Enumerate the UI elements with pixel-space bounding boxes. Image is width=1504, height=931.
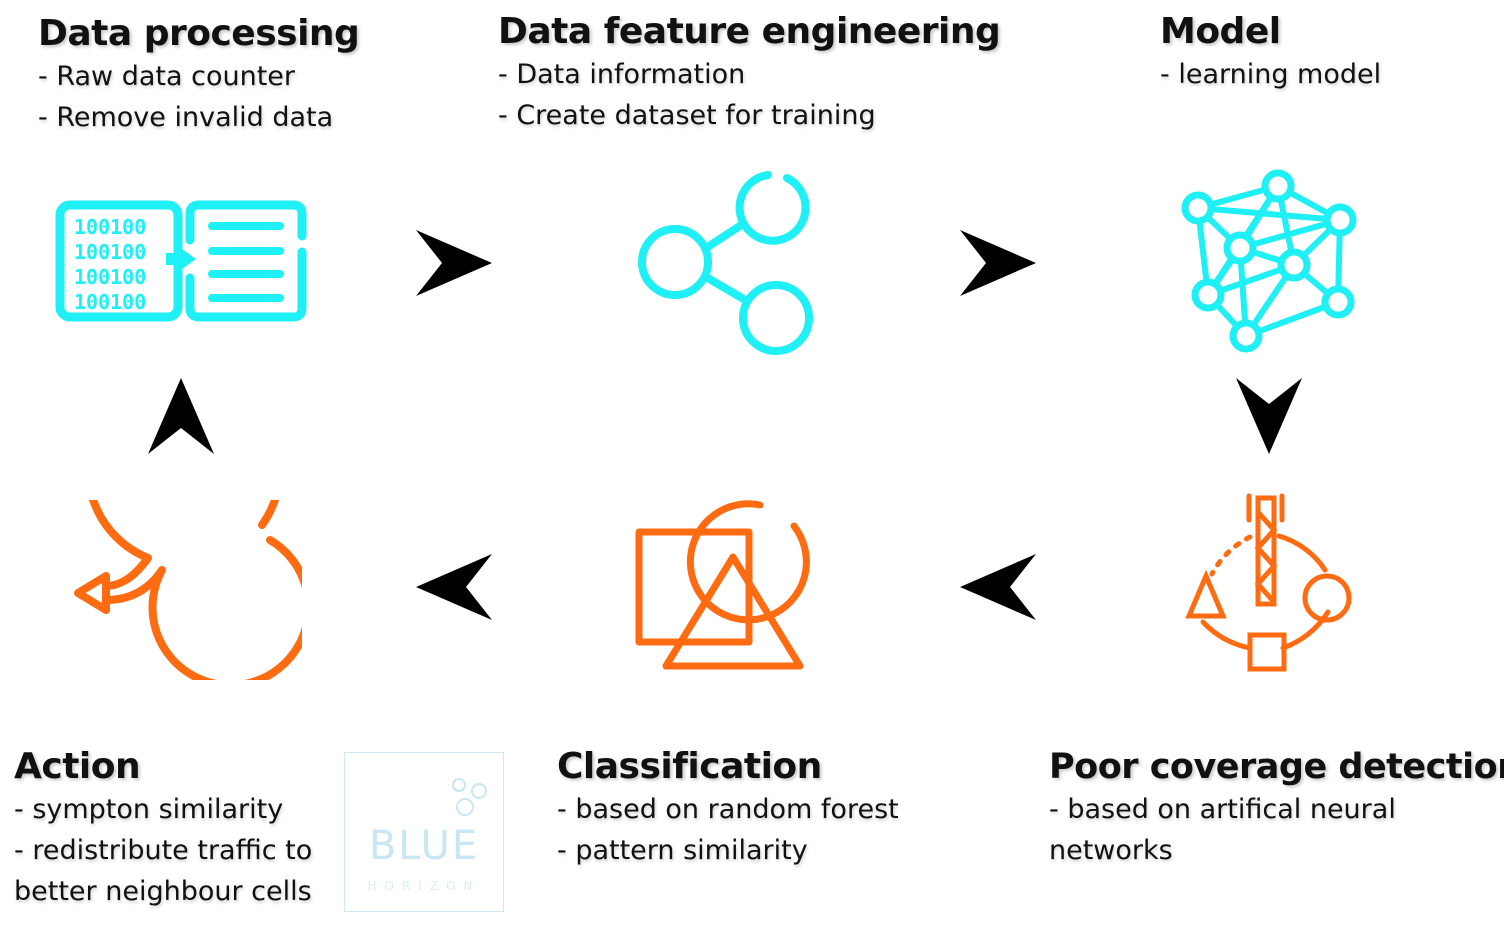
bullet: better neighbour cells — [14, 876, 312, 907]
share-nodes-icon — [638, 171, 813, 355]
arrow-left-icon — [960, 554, 1036, 620]
step-title: Action — [14, 746, 141, 787]
step-bullets: - Data information - Create dataset for … — [498, 54, 1000, 136]
step-data-processing: Data processing - Raw data counter - Rem… — [38, 12, 360, 138]
step-bullets: - Raw data counter - Remove invalid data — [38, 56, 359, 138]
tower-shapes-icon — [1185, 493, 1352, 672]
step-poor-coverage-detection: Poor coverage detection - based on artif… — [1049, 745, 1504, 871]
arrow-down-icon — [1236, 378, 1302, 454]
bullet: - based on random forest — [557, 794, 899, 825]
step-title: Classification — [557, 746, 822, 787]
neural-network-icon — [1181, 169, 1357, 353]
bullet: - Raw data counter — [38, 61, 295, 92]
step-bullets: - based on random forest - pattern simil… — [557, 789, 899, 871]
arrow-left-icon — [416, 554, 492, 620]
step-feature-engineering: Data feature engineering - Data informat… — [498, 10, 1001, 136]
bullet: - learning model — [1160, 59, 1382, 90]
blue-horizon-logo: BLUE HORIZON — [344, 752, 504, 912]
bullet: - pattern similarity — [557, 835, 808, 866]
step-title: Model — [1160, 11, 1281, 52]
step-bullets: - learning model — [1160, 54, 1381, 95]
step-bullets: - sympton similarity - redistribute traf… — [14, 789, 312, 912]
step-model: Model - learning model — [1160, 10, 1381, 95]
bullet: - Data information — [498, 59, 746, 90]
logo-subword: HORIZON — [367, 879, 481, 893]
arrow-right-icon — [416, 230, 492, 296]
arrow-up-icon — [148, 378, 214, 454]
bullet: - sympton similarity — [14, 794, 284, 825]
arrow-right-icon — [960, 230, 1036, 296]
logo-word: BLUE — [368, 823, 480, 869]
bullet: - based on artifical neural — [1049, 794, 1396, 825]
bullet: networks — [1049, 835, 1173, 866]
step-title: Data processing — [38, 13, 360, 54]
step-title: Poor coverage detection — [1049, 747, 1504, 787]
step-classification: Classification - based on random forest … — [557, 745, 899, 871]
bullet: - Create dataset for training — [498, 100, 876, 131]
binary-row: 100100 — [74, 215, 146, 239]
bullet: - redistribute traffic to — [14, 835, 313, 866]
step-title: Data feature engineering — [498, 11, 1001, 52]
step-action: Action - sympton similarity - redistribu… — [14, 745, 312, 912]
bullet: - Remove invalid data — [38, 102, 334, 133]
return-loop-icon — [74, 500, 302, 680]
bubbles-icon — [452, 778, 487, 816]
binary-to-list-icon: 100100 100100 100100 100100 — [55, 200, 307, 322]
binary-row: 100100 — [74, 290, 146, 314]
binary-row: 100100 — [74, 240, 146, 264]
step-bullets: - based on artifical neural networks — [1049, 789, 1504, 871]
overlapping-shapes-icon — [635, 500, 810, 670]
binary-row: 100100 — [74, 265, 146, 289]
